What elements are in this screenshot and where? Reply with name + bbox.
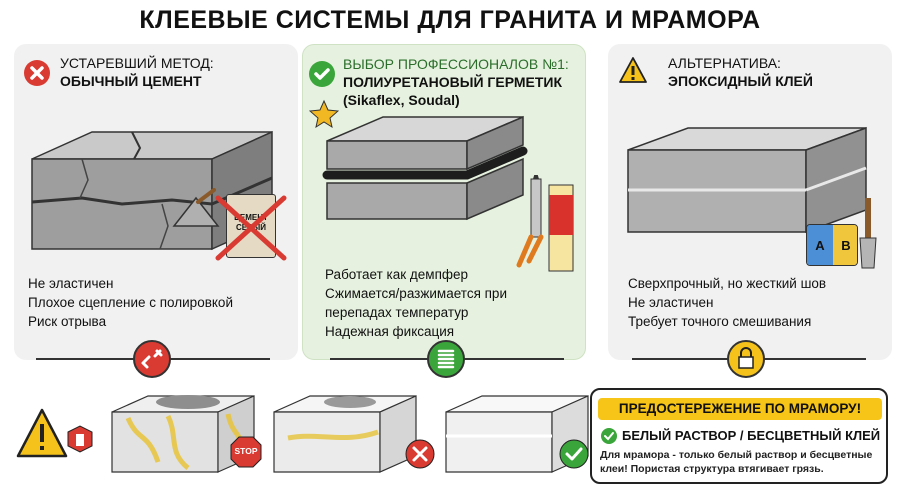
bucket-a-label: A: [807, 225, 833, 265]
feature-item: Не эластичен: [28, 276, 114, 291]
feature-item: Работает как демпфер: [325, 267, 469, 282]
warning-heading: ПРЕДОСТЕРЕЖЕНИЕ ПО МРАМОРУ!: [598, 398, 882, 420]
spring-icon: [427, 340, 465, 378]
stop-sign-icon: [230, 436, 262, 468]
star-icon: [309, 99, 339, 129]
feature-item: Требует точного смешивания: [628, 314, 812, 329]
padlock-icon: [727, 340, 765, 378]
stone-epoxy-illustration: [627, 126, 867, 234]
broken-chain-icon: [133, 340, 171, 378]
panel-heading-line2: ПОЛИУРЕТАНОВЫЙ ГЕРМЕТИК: [343, 74, 563, 90]
warning-text: Для мрамора - только белый раствор и бес…: [600, 448, 872, 476]
stone-with-sealant-illustration: [322, 115, 528, 221]
marble-grey-stained: [273, 395, 417, 473]
warning-icon: [619, 57, 647, 83]
feature-list: Сверхпрочный, но жесткий шов Не эластиче…: [628, 274, 826, 331]
panel-heading-line1: АЛЬТЕРНАТИВА:: [668, 55, 781, 71]
epoxy-bucket: A B: [806, 224, 858, 266]
panel-heading-line1: УСТАРЕВШИЙ МЕТОД:: [60, 55, 214, 71]
feature-item: Надежная фиксация: [325, 324, 455, 339]
feature-item: перепадах температур: [325, 305, 469, 320]
feature-item: Не эластичен: [628, 295, 714, 310]
panel-epoxy: АЛЬТЕРНАТИВА: ЭПОКСИДНЫЙ КЛЕЙ A B Сверхп…: [608, 44, 892, 360]
feature-item: Сжимается/разжимается при: [325, 286, 507, 301]
panel-heading-line3: (Sikaflex, Soudal): [343, 92, 460, 108]
panel-heading-line2: ЭПОКСИДНЫЙ КЛЕЙ: [668, 73, 813, 89]
feature-list: Работает как демпфер Сжимается/разжимает…: [325, 265, 507, 341]
marble-warning-box: ПРЕДОСТЕРЕЖЕНИЕ ПО МРАМОРУ! БЕЛЫЙ РАСТВО…: [590, 388, 888, 484]
x-circle-icon: [405, 439, 435, 469]
feature-list: Не эластичен Плохое сцепление с полировк…: [28, 274, 233, 331]
marble-clean: [445, 395, 589, 473]
check-icon: [601, 428, 617, 444]
warning-text-line: Для мрамора - только белый раствор и бес…: [600, 449, 873, 461]
trowel-icon: [172, 188, 220, 227]
panel-polyurethane: ВЫБОР ПРОФЕССИОНАЛОВ №1: ПОЛИУРЕТАНОВЫЙ …: [302, 44, 586, 360]
sealant-gun-icon: [516, 175, 574, 272]
panel-cement: УСТАРЕВШИЙ МЕТОД: ОБЫЧНЫЙ ЦЕМЕНТ ЦЕМЕНТ …: [14, 44, 298, 360]
warning-subheading: БЕЛЫЙ РАСТВОР / БЕСЦВЕТНЫЙ КЛЕЙ: [622, 428, 881, 443]
warning-text-line: клеи! Пористая структура втягивает грязь…: [600, 463, 824, 475]
spatula-icon: [859, 198, 877, 269]
prohibited-cross-icon: [215, 195, 287, 261]
feature-item: Плохое сцепление с полировкой: [28, 295, 233, 310]
stop-label: STOP: [234, 446, 258, 456]
feature-item: Сверхпрочный, но жесткий шов: [628, 276, 827, 291]
warning-hand-icon: [16, 408, 93, 458]
bucket-b-label: B: [833, 225, 857, 265]
page-title: КЛЕЕВЫЕ СИСТЕМЫ ДЛЯ ГРАНИТА И МРАМОРА: [139, 6, 761, 34]
feature-item: Риск отрыва: [28, 314, 107, 329]
panel-heading-line2: ОБЫЧНЫЙ ЦЕМЕНТ: [60, 73, 202, 89]
check-icon: [309, 61, 335, 87]
check-circle-icon: [559, 439, 589, 469]
x-icon: [24, 60, 50, 86]
panel-heading-line1: ВЫБОР ПРОФЕССИОНАЛОВ №1:: [343, 56, 569, 72]
